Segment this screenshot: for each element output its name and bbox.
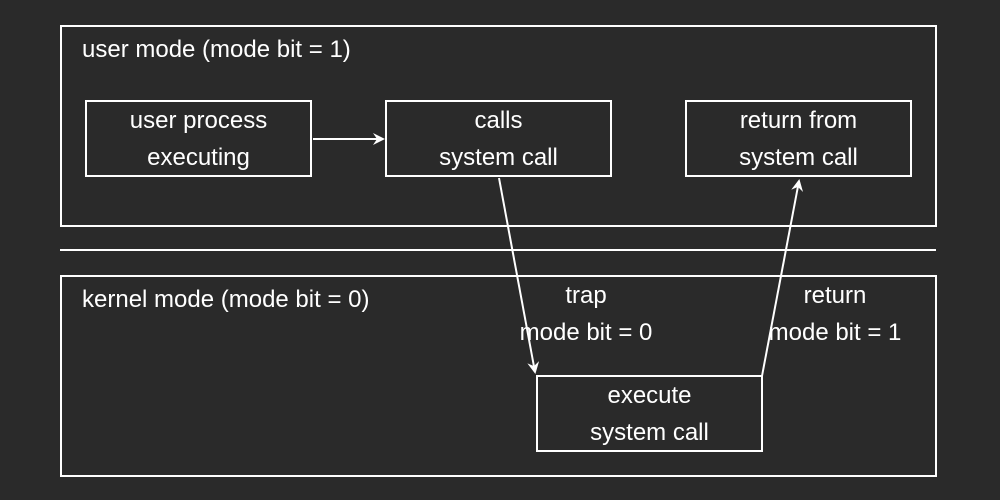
user-process-label-line1: user process (129, 106, 268, 134)
return-label-line1: return (803, 282, 867, 309)
return-edge-label: return mode bit = 1 (735, 277, 935, 351)
trap-label-line2: mode bit = 0 (519, 319, 653, 346)
user-mode-region (60, 25, 937, 227)
calls-system-call-label-line1: calls (474, 106, 523, 134)
return-from-system-call-label-line1: return from (739, 106, 858, 134)
mode-divider (60, 249, 936, 251)
arrow-return (761, 179, 804, 377)
calls-system-call-node: calls system call (385, 100, 612, 177)
arrow-trap (498, 177, 540, 374)
trap-label-line1: trap (565, 282, 607, 309)
user-process-label-line2: executing (147, 143, 250, 171)
return-label-line2: mode bit = 1 (768, 319, 902, 346)
kernel-mode-region (60, 275, 937, 477)
calls-system-call-label-line2: system call (439, 143, 558, 171)
user-mode-title: user mode (mode bit = 1) (82, 36, 351, 63)
user-process-node: user process executing (85, 100, 312, 177)
kernel-mode-title: kernel mode (mode bit = 0) (82, 286, 370, 313)
return-from-system-call-label-line2: system call (739, 143, 858, 171)
return-from-system-call-node: return from system call (685, 100, 912, 177)
trap-edge-label: trap mode bit = 0 (486, 277, 686, 351)
execute-system-call-label-line1: execute (607, 381, 692, 409)
execute-system-call-label-line2: system call (590, 418, 709, 446)
execute-system-call-node: execute system call (536, 375, 763, 452)
